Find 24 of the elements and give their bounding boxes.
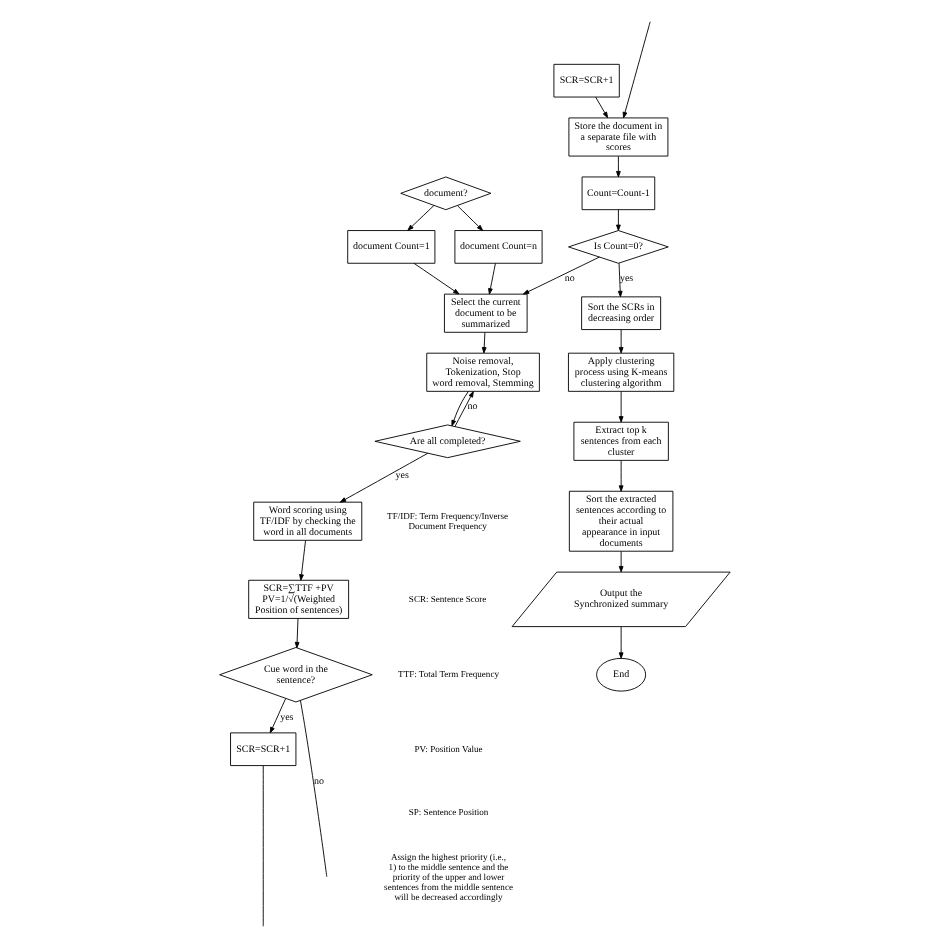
arrow: [487, 262, 495, 295]
arrow: [617, 626, 623, 659]
arrow: [338, 452, 428, 503]
arrow: [453, 391, 473, 427]
connector: [261, 765, 263, 927]
arrow: [406, 205, 434, 231]
arrow: [521, 256, 599, 295]
arrow: [615, 155, 620, 178]
arrow: [617, 460, 623, 492]
arrow: [456, 205, 483, 231]
arrow: [293, 618, 299, 649]
arrow: [412, 262, 459, 295]
arrow: [268, 698, 286, 734]
arrow: [617, 550, 623, 573]
arrow: [450, 391, 468, 427]
arrow: [617, 329, 623, 354]
arrow: [615, 209, 620, 231]
arrow: [594, 96, 608, 119]
arrow: [617, 391, 623, 423]
arrow: [480, 332, 486, 354]
arrow: [621, 21, 650, 119]
connector: [298, 699, 327, 878]
arrow: [298, 540, 305, 581]
arrow: [616, 262, 622, 298]
